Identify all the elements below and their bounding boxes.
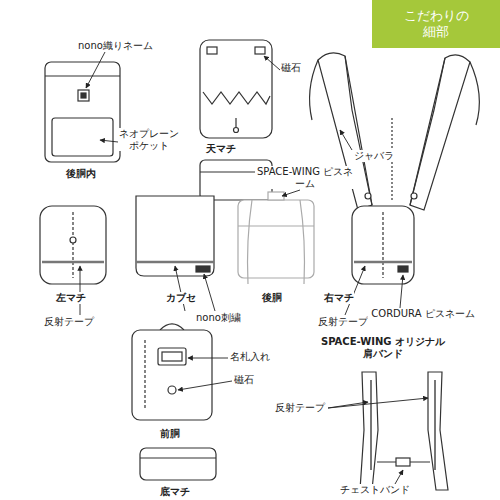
leader-lines bbox=[395, 470, 403, 484]
part-label: 反射テープ bbox=[44, 316, 94, 328]
back-panel bbox=[238, 225, 314, 226]
top-gusset bbox=[200, 40, 272, 138]
left-gusset bbox=[72, 212, 73, 278]
shoulder-straps bbox=[360, 372, 448, 490]
part-label: 後胴内 bbox=[66, 168, 96, 180]
back-panel bbox=[238, 200, 314, 278]
leader-lines bbox=[328, 398, 428, 408]
front-panel bbox=[132, 330, 212, 420]
leader-lines bbox=[178, 381, 232, 390]
part-label: SPACE-WING ピスネーム bbox=[255, 166, 355, 189]
part-label: 右マチ bbox=[324, 292, 354, 304]
top-gusset bbox=[255, 47, 265, 54]
front-panel bbox=[158, 348, 186, 365]
flap bbox=[136, 261, 214, 264]
front-panel bbox=[168, 386, 176, 394]
part-label: ジャバラ bbox=[354, 150, 394, 162]
back-inner-panel bbox=[78, 90, 89, 101]
flap bbox=[196, 266, 210, 272]
shoulder-straps bbox=[428, 372, 448, 490]
left-gusset bbox=[42, 261, 104, 264]
back-inner-panel bbox=[45, 62, 120, 162]
part-label: 底マチ bbox=[160, 486, 190, 498]
part-label: 前胴 bbox=[160, 428, 180, 440]
right-gusset bbox=[382, 212, 383, 278]
back-inner-panel bbox=[45, 75, 120, 76]
right-gusset bbox=[354, 261, 412, 264]
flap bbox=[136, 196, 214, 276]
part-label: nono刺繍 bbox=[196, 312, 241, 324]
shoulder-straps bbox=[370, 380, 372, 470]
top-gusset bbox=[235, 118, 236, 128]
front-panel bbox=[144, 340, 145, 410]
part-label: nono織りネーム bbox=[78, 40, 153, 52]
leader-lines bbox=[400, 275, 403, 308]
leader-lines bbox=[340, 130, 352, 150]
shoulder-straps bbox=[360, 372, 378, 490]
part-label: カブセ bbox=[166, 292, 196, 304]
leader-lines bbox=[86, 52, 105, 88]
leader-lines bbox=[345, 266, 365, 315]
back-inner-panel bbox=[52, 118, 113, 156]
back-panel bbox=[268, 192, 284, 200]
part-label: CORDURA ピスネーム bbox=[368, 308, 478, 320]
back-inner-panel bbox=[81, 93, 86, 98]
back-panel bbox=[238, 192, 314, 284]
part-label: 磁石 bbox=[234, 374, 254, 386]
bellows-straps bbox=[410, 58, 445, 205]
back-panel bbox=[300, 200, 305, 284]
part-label: 左マチ bbox=[56, 292, 86, 304]
bellows-straps bbox=[365, 193, 371, 199]
shoulder-straps bbox=[396, 458, 410, 466]
leader-lines bbox=[264, 56, 280, 70]
part-label: SPACE-WING オリジナル肩バンド bbox=[318, 336, 448, 359]
part-label: 天マチ bbox=[206, 143, 236, 155]
part-label: 名札入れ bbox=[230, 351, 270, 363]
front-panel bbox=[162, 352, 182, 361]
leader-lines bbox=[80, 266, 81, 315]
left-gusset bbox=[70, 237, 76, 243]
bellows-straps bbox=[310, 60, 318, 120]
part-label: 反射テープ bbox=[275, 402, 325, 414]
bellows-straps bbox=[411, 193, 417, 199]
right-gusset bbox=[352, 206, 414, 284]
left-gusset bbox=[40, 206, 106, 284]
top-gusset bbox=[207, 47, 217, 54]
back-inner-panel bbox=[45, 62, 120, 162]
bottom-gusset bbox=[140, 448, 216, 480]
backpack-illustration bbox=[40, 40, 479, 490]
right-gusset bbox=[398, 266, 408, 272]
leader-lines bbox=[175, 266, 185, 311]
leader-lines bbox=[100, 140, 118, 142]
flap bbox=[136, 196, 214, 276]
bellows-straps bbox=[470, 62, 479, 125]
top-gusset bbox=[203, 92, 270, 104]
front-panel bbox=[160, 324, 184, 330]
part-label: 反射テープ bbox=[318, 316, 368, 328]
leader-lines bbox=[80, 52, 428, 484]
top-gusset bbox=[234, 128, 239, 133]
left-gusset bbox=[40, 206, 106, 284]
part-label: 磁石 bbox=[281, 62, 301, 74]
bottom-gusset bbox=[140, 448, 216, 480]
right-gusset bbox=[352, 206, 414, 284]
bottom-gusset bbox=[140, 457, 216, 458]
heading-band: こだわりの 細部 bbox=[372, 0, 500, 48]
leader-lines bbox=[282, 190, 300, 196]
part-label: ネオプレーン ポケット bbox=[118, 128, 180, 151]
leader-lines bbox=[204, 274, 215, 311]
leader-lines bbox=[188, 358, 228, 359]
back-panel bbox=[248, 200, 253, 284]
shoulder-straps bbox=[434, 380, 436, 470]
part-label: 後胴 bbox=[262, 292, 282, 304]
front-panel bbox=[132, 324, 212, 420]
heading-text: こだわりの 細部 bbox=[401, 8, 471, 41]
part-label: チェストバンド bbox=[340, 484, 410, 496]
bellows-straps bbox=[410, 55, 470, 210]
